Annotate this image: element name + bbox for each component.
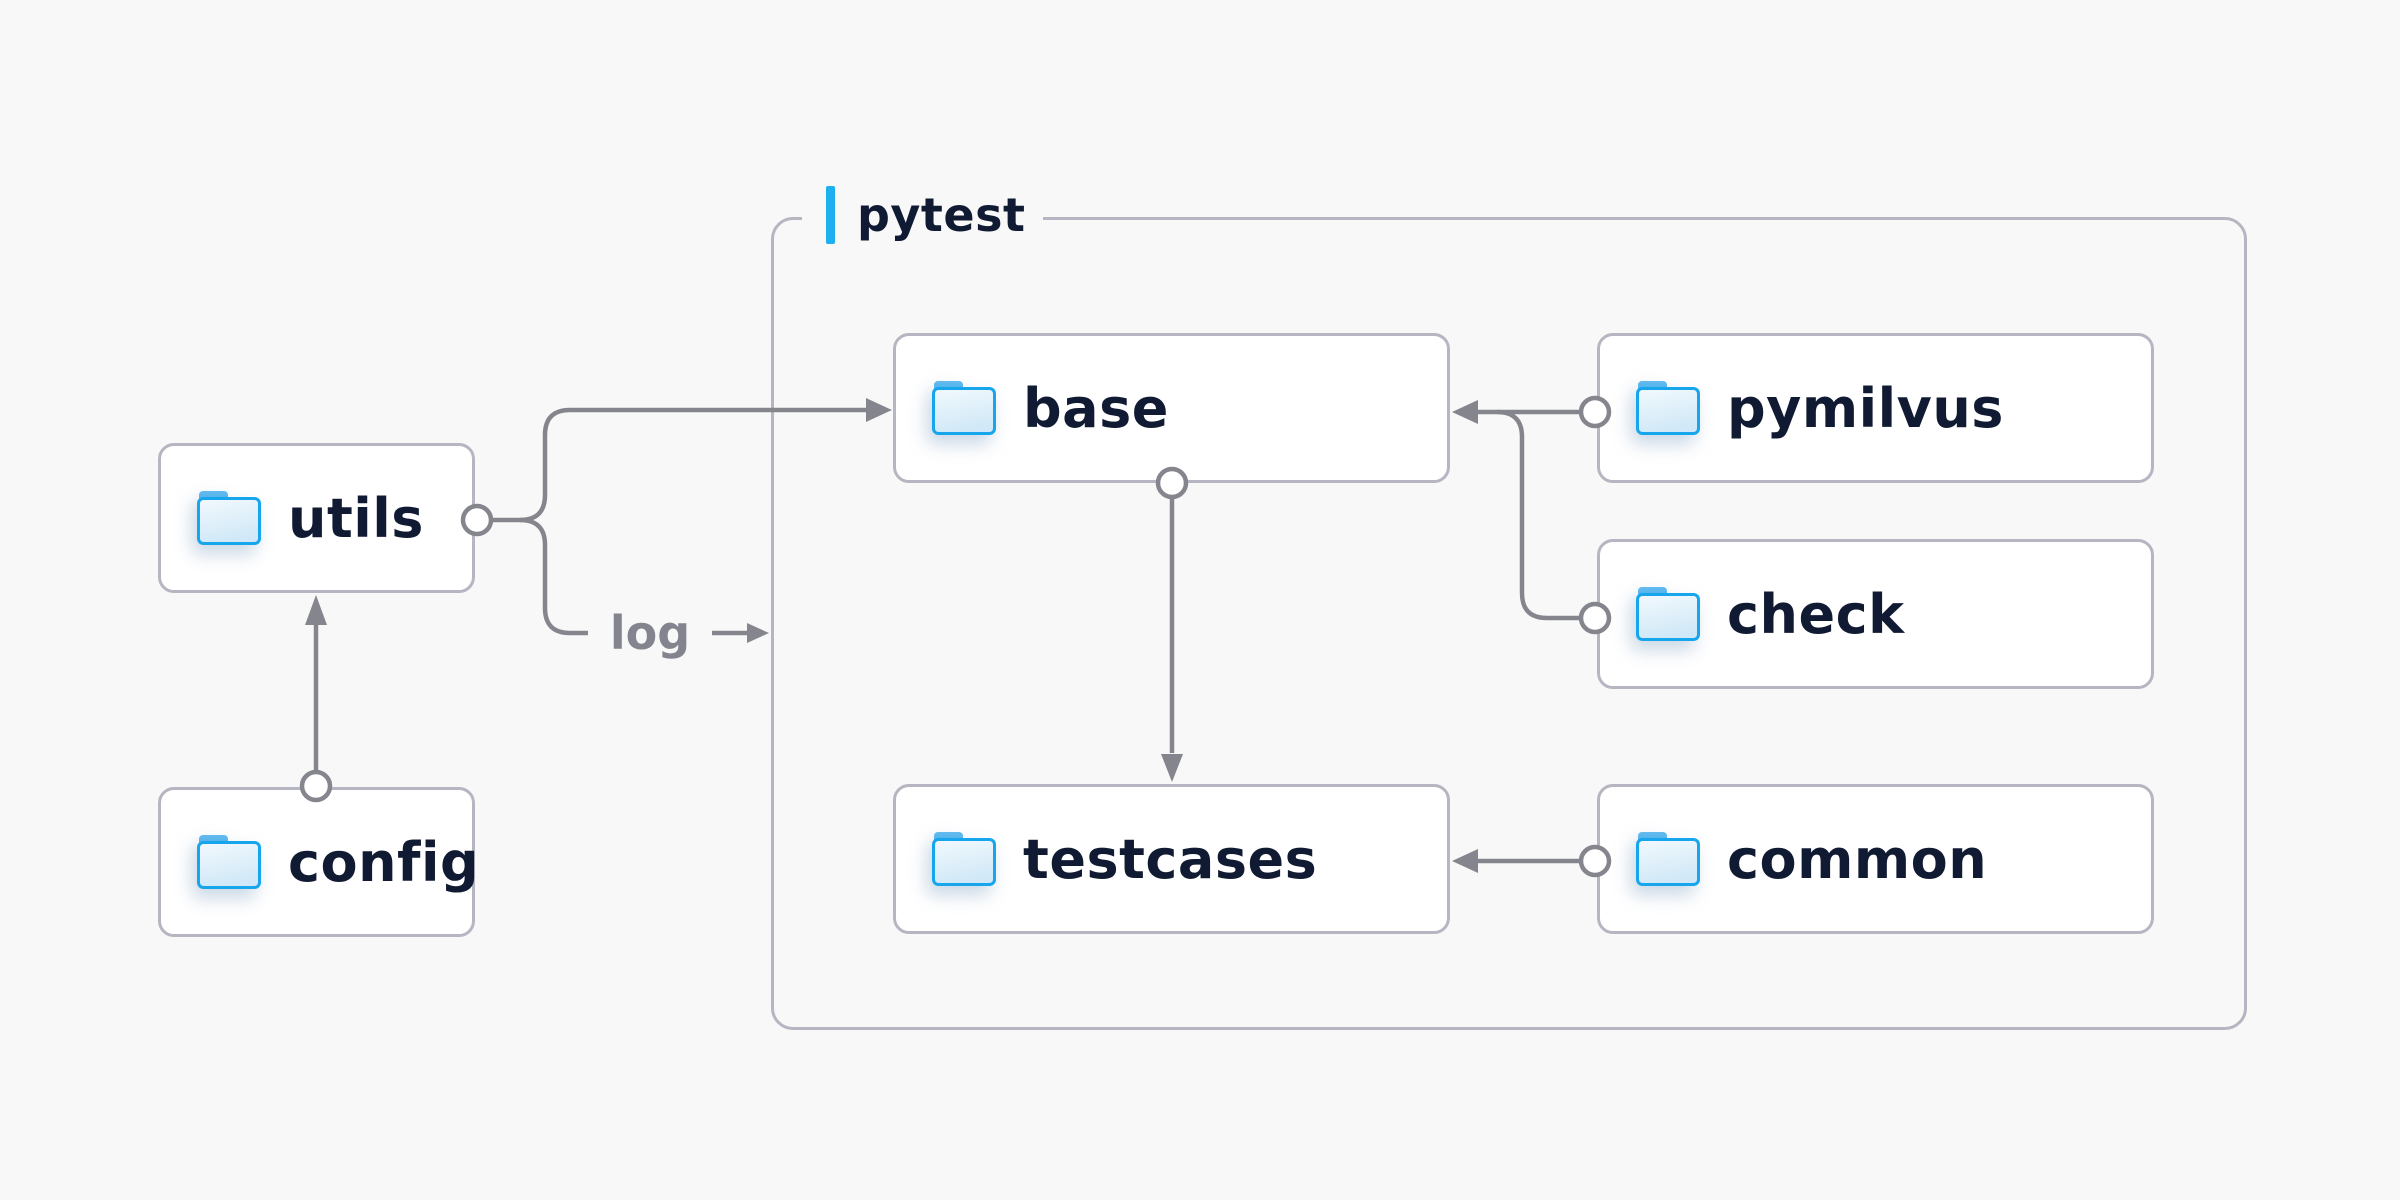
accent-bar-icon [826,186,835,244]
node-testcases[interactable]: testcases [893,784,1450,934]
arrowhead-right-small-icon [747,623,769,643]
node-label: pymilvus [1727,376,2004,440]
arrowhead-up-icon [305,595,327,625]
folder-icon [1636,832,1700,886]
folder-icon [197,835,261,889]
pytest-group-label: pytest [802,183,1044,247]
folder-icon [932,832,996,886]
node-utils[interactable]: utils [158,443,475,593]
group-title: pytest [857,188,1026,242]
node-label: config [288,830,480,894]
node-label: base [1023,376,1169,440]
node-base[interactable]: base [893,333,1450,483]
node-check[interactable]: check [1597,539,2154,689]
pytest-group-boundary [771,217,2247,1030]
node-config[interactable]: config [158,787,479,937]
edge-line-log-branch [519,517,588,636]
folder-icon [197,491,261,545]
folder-icon [1636,587,1700,641]
edge-label-log: log [609,606,691,660]
edge-config-to-utils [299,595,333,803]
folder-icon [1636,381,1700,435]
node-common[interactable]: common [1597,784,2154,934]
node-label: testcases [1023,827,1318,891]
folder-icon [932,381,996,435]
node-label: common [1727,827,1988,891]
node-pymilvus[interactable]: pymilvus [1597,333,2154,483]
node-label: utils [288,486,424,550]
node-label: check [1727,582,1905,646]
